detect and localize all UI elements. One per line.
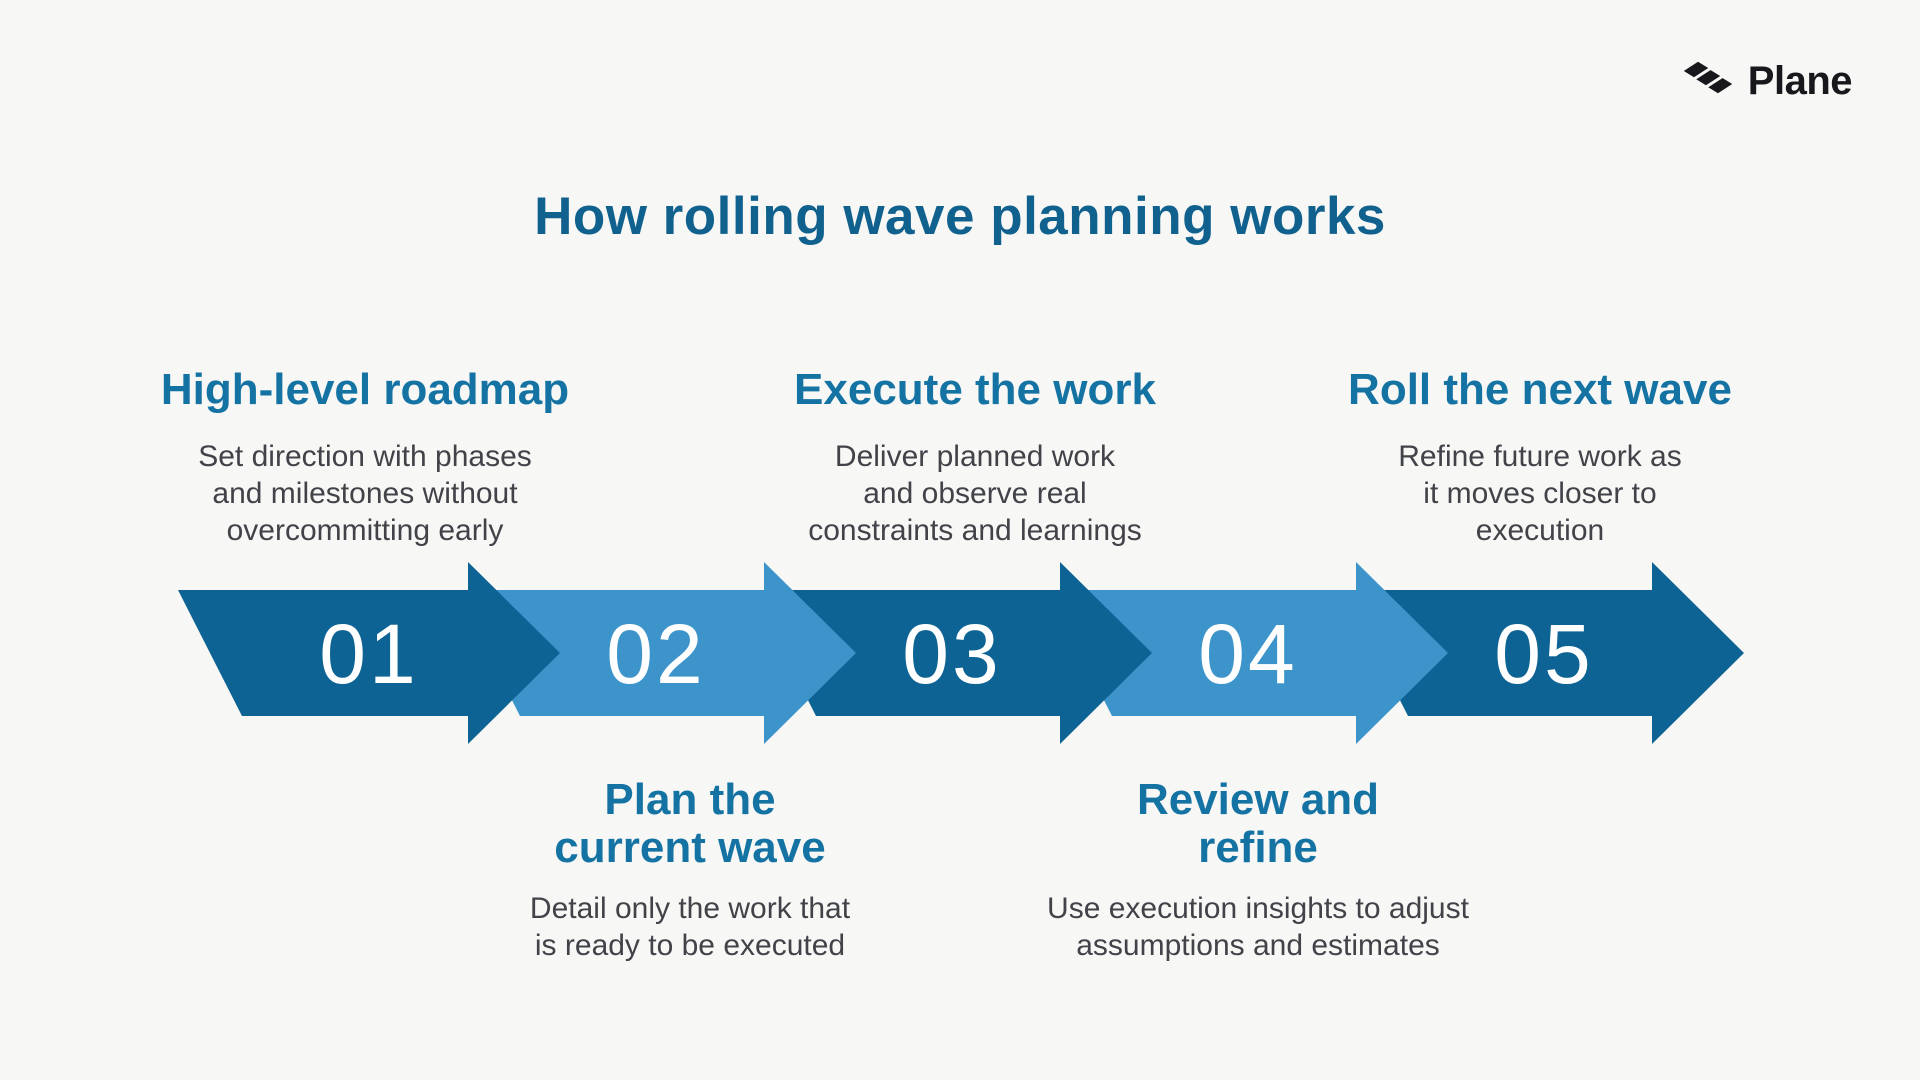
step-heading-line: Execute the work	[794, 365, 1156, 414]
step-heading-line: Review and	[1136, 775, 1380, 824]
step-heading-line: refine	[1198, 822, 1318, 872]
step-description-2: Detail only the work that is ready to be…	[450, 890, 930, 964]
step-heading-3: Execute the work	[735, 366, 1215, 414]
step-number-3: 03	[902, 607, 1001, 701]
step-description-line: and observe real	[863, 477, 1087, 511]
step-description-line: and milestones without	[212, 477, 518, 511]
step-heading-line: High-level roadmap	[160, 365, 570, 414]
step-description-line: it moves closer to	[1423, 477, 1657, 511]
step-description-line: overcommitting early	[226, 514, 504, 548]
step-description-line: Deliver planned work	[834, 439, 1116, 473]
step-description-1: Set direction with phases and milestones…	[125, 438, 605, 550]
page-title: How rolling wave planning works	[534, 187, 1386, 246]
arrow-step-1	[178, 562, 560, 744]
arrow-step-3	[752, 562, 1152, 744]
step-label-3: Execute the work Deliver planned work an…	[735, 366, 1215, 550]
step-heading-2: Plan the current wave	[450, 776, 930, 872]
step-heading-5: Roll the next wave	[1300, 366, 1780, 414]
step-description-line: Detail only the work that	[529, 891, 851, 925]
step-label-4: Review and refine Use execution insights…	[1018, 776, 1498, 964]
step-label-5: Roll the next wave Refine future work as…	[1300, 366, 1780, 550]
plane-logo-icon	[1679, 58, 1736, 97]
step-description-line: Use execution insights to adjust	[1047, 891, 1469, 925]
step-number-2: 02	[606, 607, 705, 701]
arrow-step-4	[1048, 562, 1448, 744]
step-description-line: execution	[1475, 514, 1605, 548]
step-label-1: High-level roadmap Set direction with ph…	[125, 366, 605, 550]
step-heading-1: High-level roadmap	[125, 366, 605, 414]
step-description-5: Refine future work as it moves closer to…	[1300, 438, 1780, 550]
step-description-line: constraints and learnings	[808, 514, 1142, 548]
step-label-2: Plan the current wave Detail only the wo…	[450, 776, 930, 964]
plane-logo: Plane	[1679, 58, 1853, 104]
step-description-line: Refine future work as	[1398, 439, 1682, 473]
step-heading-line: current wave	[554, 822, 826, 872]
step-description-3: Deliver planned work and observe real co…	[735, 438, 1215, 550]
arrow-step-5	[1344, 562, 1744, 744]
step-heading-4: Review and refine	[1018, 776, 1498, 872]
step-heading-line: Roll the next wave	[1348, 365, 1732, 414]
step-heading-line: Plan the	[604, 775, 776, 824]
plane-logo-text: Plane	[1747, 59, 1853, 103]
step-description-line: assumptions and estimates	[1076, 929, 1440, 963]
arrow-step-2	[456, 562, 856, 744]
step-number-4: 04	[1198, 607, 1297, 701]
step-description-line: Set direction with phases	[198, 439, 532, 473]
step-number-1: 01	[319, 607, 418, 701]
step-number-5: 05	[1494, 607, 1593, 701]
step-description-4: Use execution insights to adjust assumpt…	[1018, 890, 1498, 964]
step-description-line: is ready to be executed	[534, 929, 846, 963]
